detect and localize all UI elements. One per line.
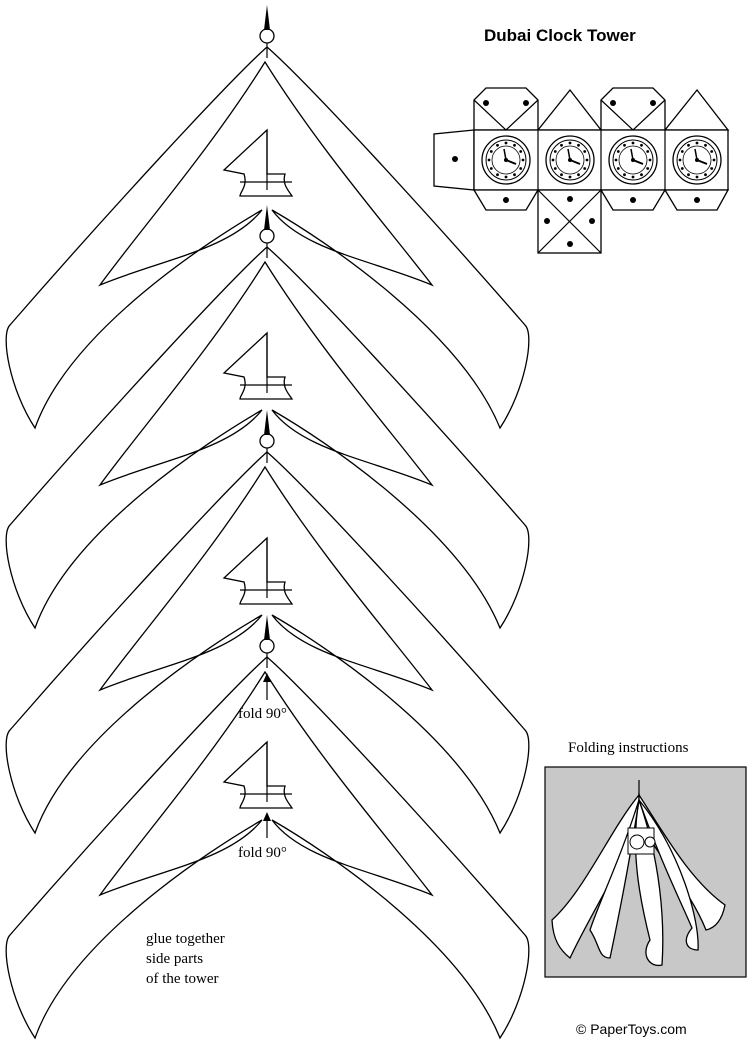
- fold-tab-2: [223, 332, 293, 400]
- clock-icon: [608, 135, 658, 185]
- clock-icon: [545, 135, 595, 185]
- clock-box-net: [433, 87, 730, 254]
- fold-label: fold 90°: [238, 706, 287, 722]
- fold-tab-1: [223, 129, 293, 197]
- fold-label: fold 90°: [238, 845, 287, 861]
- glue-instruction-line: of the tower: [146, 971, 219, 987]
- fold-arrow-1: [263, 673, 271, 700]
- clock-icon: [481, 135, 531, 185]
- glue-instruction-line: side parts: [146, 951, 204, 967]
- fold-tab-3: [223, 537, 293, 605]
- folding-preview-image: [544, 766, 747, 978]
- glue-instruction-line: glue together: [146, 931, 225, 947]
- instructions-title: Folding instructions: [568, 740, 689, 756]
- fold-tab-4: [223, 741, 293, 809]
- dot-icon: [452, 156, 458, 162]
- page-title: Dubai Clock Tower: [484, 26, 636, 45]
- clock-icon: [672, 135, 722, 185]
- copyright-text: © PaperToys.com: [576, 1021, 687, 1037]
- fold-arrow-2: [263, 812, 271, 838]
